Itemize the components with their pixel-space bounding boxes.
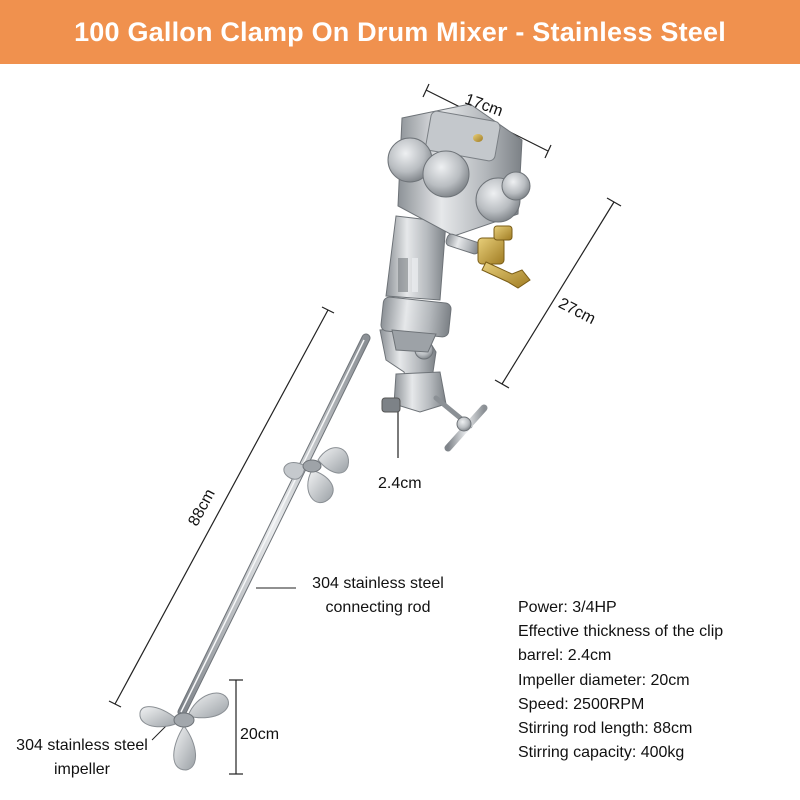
spec-capacity: Stirring capacity: 400kg [518,744,685,762]
spec-rod-length: Stirring rod length: 88cm [518,720,693,738]
t-handle-screw[interactable] [433,395,488,452]
impeller-callout: 304 stainless steel impeller [2,734,162,782]
dimension-label-impeller: 20cm [240,726,280,743]
rod-callout: 304 stainless steel connecting rod [292,572,464,620]
motor-body [380,215,452,353]
spec-impeller-diameter: Impeller diameter: 20cm [518,671,690,689]
impeller [139,692,229,771]
stirring-rod [177,333,371,717]
spec-list: Power: 3/4HP Effective thickness of the … [518,596,793,765]
dimension-label-clip: 2.4cm [378,475,422,492]
rod-callout-line1: 304 stainless steel [312,575,444,592]
dimension-line-rod [108,306,335,708]
rod-callout-line2: connecting rod [325,599,431,616]
upper-propeller [283,447,349,504]
product-illustration [108,83,622,775]
spec-clip-line2: barrel: 2.4cm [518,647,612,665]
spec-clip-line1: Effective thickness of the clip [518,623,724,641]
impeller-callout-line2: impeller [53,761,110,778]
air-motor-head [387,103,531,237]
spec-speed: Speed: 2500RPM [518,695,645,713]
page-title: 100 Gallon Clamp On Drum Mixer - Stainle… [74,16,726,47]
spec-power: Power: 3/4HP [518,599,617,616]
title-banner: 100 Gallon Clamp On Drum Mixer - Stainle… [0,0,800,64]
air-inlet-valve[interactable] [445,225,531,289]
impeller-callout-line1: 304 stainless steel [16,737,148,754]
dimension-line-impeller [229,679,243,775]
dimension-line-motor-height [494,197,622,389]
